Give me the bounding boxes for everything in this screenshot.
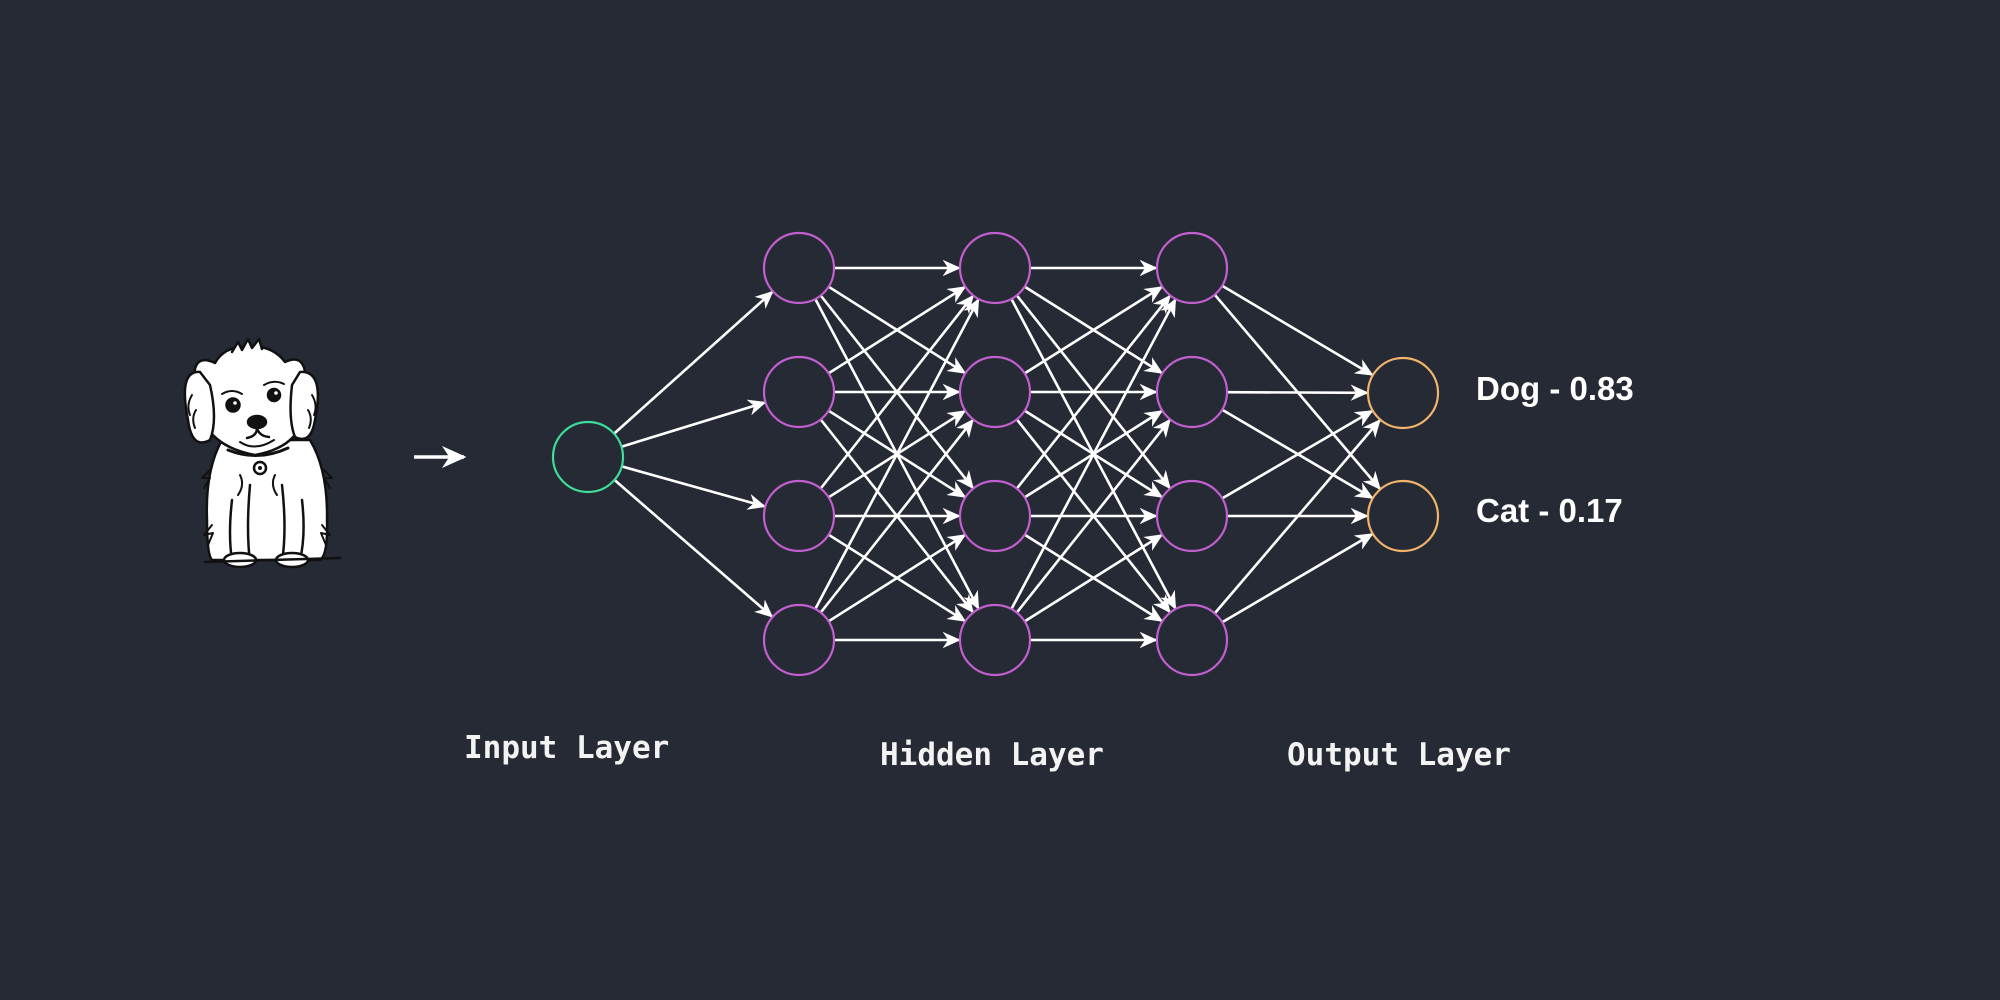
connection-edge-l3-2-0 xyxy=(1221,409,1374,500)
output-node-4-1 xyxy=(1366,479,1440,553)
connection-edge-l3-1-0 xyxy=(1226,384,1369,401)
connection-edge-l1-3-2 xyxy=(827,534,967,623)
hidden-node-3-0 xyxy=(1155,231,1229,305)
hidden-node-3-1 xyxy=(1155,355,1229,429)
connection-edge-l1-3-0 xyxy=(814,298,980,610)
connection-edge-l2-3-2 xyxy=(1023,534,1164,623)
output-cat-label: Cat - 0.17 xyxy=(1476,492,1623,529)
hidden-node-1-1 xyxy=(762,355,836,429)
output-layer-label: Output Layer xyxy=(1287,737,1511,773)
connection-edge-l2-2-0 xyxy=(1015,294,1171,490)
connection-edge-l1-3-1 xyxy=(819,418,974,614)
input-node-0-0 xyxy=(551,420,625,494)
input-layer-label: Input Layer xyxy=(464,730,670,766)
connection-edge-l1-2-0 xyxy=(819,294,974,490)
connection-edge-l0-0-1 xyxy=(621,399,767,448)
dog-illustration-icon xyxy=(183,337,342,569)
hidden-node-1-2 xyxy=(762,479,836,553)
hidden-node-2-0 xyxy=(958,231,1032,305)
connection-edge-l3-3-1 xyxy=(1221,533,1374,624)
connection-edge-l0-0-2 xyxy=(621,465,767,510)
connection-edge-l2-1-0 xyxy=(1023,286,1164,375)
connection-edge-l2-3-0 xyxy=(1010,298,1177,610)
output-dog-label: Dog - 0.83 xyxy=(1476,370,1634,407)
hidden-node-2-2 xyxy=(958,479,1032,553)
hidden-node-3-2 xyxy=(1155,479,1229,553)
hidden-node-3-3 xyxy=(1155,603,1229,677)
hidden-node-1-0 xyxy=(762,231,836,305)
hidden-node-1-3 xyxy=(762,603,836,677)
connection-edge-l3-3-0 xyxy=(1213,419,1381,615)
hidden-layer-label: Hidden Layer xyxy=(880,737,1104,773)
connection-edge-l0-0-3 xyxy=(613,478,774,618)
network-nodes xyxy=(551,231,1440,677)
connection-edge-l2-3-1 xyxy=(1015,418,1171,614)
hidden-node-2-3 xyxy=(958,603,1032,677)
hidden-node-2-1 xyxy=(958,355,1032,429)
connection-edge-l1-1-0 xyxy=(827,286,967,375)
network-connections xyxy=(613,259,1381,649)
connection-edge-l3-0-0 xyxy=(1221,284,1374,376)
connection-edge-l0-0-0 xyxy=(613,290,774,435)
output-node-4-0 xyxy=(1366,356,1440,430)
